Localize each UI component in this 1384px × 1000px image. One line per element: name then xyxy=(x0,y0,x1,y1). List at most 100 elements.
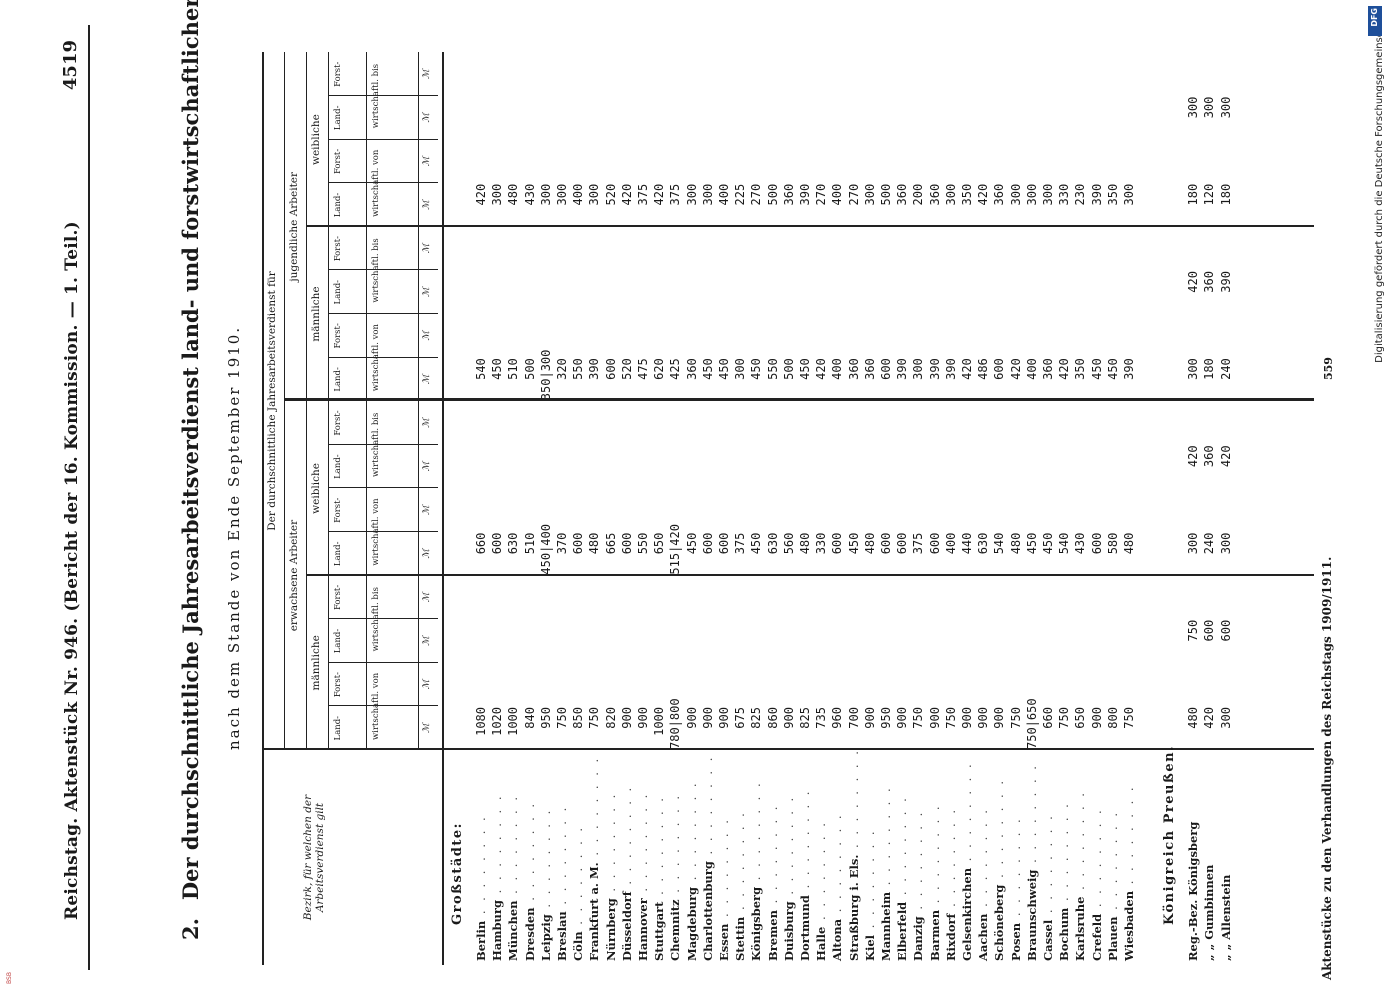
district-name: Duisburg xyxy=(781,901,796,961)
credit-text: Digitalisierung gefördert durch die Deut… xyxy=(1374,12,1384,363)
leader-dots: . . . . . . . . xyxy=(814,820,829,927)
table-cell: 360 xyxy=(992,183,1007,206)
land-col-header: Land- xyxy=(333,367,343,392)
land-col-header: Land- xyxy=(333,454,343,479)
table-cell: 450 xyxy=(717,358,731,380)
leader-dots: . . . . . . . . xyxy=(619,784,634,892)
footer-source: Aktenstücke zu den Verhandlungen des Rei… xyxy=(1320,556,1334,980)
table-cell: 120 xyxy=(1202,183,1217,206)
table-row-label: Hamburg . . . . . . . . xyxy=(490,794,504,962)
table-cell: 270 xyxy=(749,183,764,206)
table-cell: 450 xyxy=(1024,532,1039,555)
table-cell: 300 xyxy=(1024,183,1039,206)
table-cell: 475 xyxy=(636,358,650,380)
forst-col-header: Forst- xyxy=(333,235,343,262)
table-row-label: Crefeld . . . . . . . . xyxy=(1090,807,1104,961)
district-name: Altona xyxy=(830,918,845,961)
table-row-label: Hannover . . . . . . . . xyxy=(636,792,650,961)
table-cell: 540 xyxy=(474,358,488,380)
table-row-label: Gelsenkirchen . . . . . . . . xyxy=(960,761,974,961)
sex-header: männliche xyxy=(310,286,322,342)
district-name: Stettin xyxy=(733,916,748,961)
table-cell: 665 xyxy=(603,532,618,555)
mark-unit: ℳ xyxy=(422,200,432,210)
table-cell: 420 xyxy=(1186,445,1201,468)
leader-dots: . . . . . . . . xyxy=(603,791,618,899)
page-number: 4519 xyxy=(60,40,81,91)
table-cell: 750 xyxy=(943,707,958,729)
table-row-label: Essen . . . . . . . . xyxy=(717,817,731,961)
district-name: Dresden xyxy=(522,907,537,961)
table-cell: 300 xyxy=(943,183,958,206)
table-cell: 300 xyxy=(1186,96,1201,119)
table-cell: 480 xyxy=(862,532,877,555)
table-cell: 550 xyxy=(765,358,780,380)
table-cell: 450 xyxy=(1105,358,1120,380)
table-cell: 600 xyxy=(571,532,586,555)
table-cell: 600 xyxy=(1202,619,1217,642)
table-cell: 540 xyxy=(1057,532,1072,555)
von-header: wirtschaftl. von xyxy=(371,498,381,566)
table-cell: 400 xyxy=(571,183,586,206)
table-row-label: Stuttgart . . . . . . . . xyxy=(652,795,666,961)
mark-unit: ℳ xyxy=(422,461,432,472)
table-row-label: Halle . . . . . . . . xyxy=(814,820,828,961)
table-cell: 300 xyxy=(587,183,602,206)
table-cell: 900 xyxy=(927,707,942,729)
von-header: wirtschaftl. von xyxy=(371,149,381,217)
table-cell: 300 xyxy=(733,358,748,380)
table-cell: 420 xyxy=(960,358,974,380)
bis-header: wirtschaftl. bis xyxy=(371,238,381,303)
table-cell: 750 xyxy=(555,707,569,729)
table-cell: 600 xyxy=(603,358,618,380)
table-cell: 900 xyxy=(992,707,1007,729)
district-name: Charlottenburg xyxy=(700,861,715,961)
table-cell: 750 xyxy=(911,707,926,729)
forst-col-header: Forst- xyxy=(333,148,343,175)
table-cell: 600 xyxy=(490,532,505,555)
table-cell: 350 xyxy=(1073,358,1088,380)
table-cell: 360 xyxy=(781,183,796,206)
table-cell: 420 xyxy=(1186,271,1201,293)
table-cell: 360 xyxy=(862,358,877,380)
sex-header: weibliche xyxy=(310,462,322,514)
leader-dots: . . . . . . . . xyxy=(1073,790,1088,897)
table-cell: 400 xyxy=(717,183,731,206)
district-name: Gelsenkirchen xyxy=(960,867,974,961)
header-rule xyxy=(262,52,264,965)
von-header: wirtschaftl. von xyxy=(371,324,381,392)
mark-unit: ℳ xyxy=(422,723,432,734)
table-row-label: „ „ Allenstein xyxy=(1218,874,1233,961)
table-cell: 370 xyxy=(555,532,569,555)
district-name: Leipzig xyxy=(538,914,553,961)
mark-unit: ℳ xyxy=(422,331,432,341)
table-cell: 200 xyxy=(911,183,926,206)
table-subtitle: nach dem Stande von Ende September 1910. xyxy=(225,325,243,750)
district-name: Berlin xyxy=(474,920,488,961)
district-name: Karlsruhe xyxy=(1073,896,1088,961)
mark-unit: ℳ xyxy=(422,418,432,428)
leader-dots: . . . . . . . . xyxy=(927,803,942,910)
district-name: Elberfeld xyxy=(895,901,910,961)
table-cell: 950 xyxy=(879,707,893,729)
land-col-header: Land- xyxy=(333,715,343,741)
leader-dots: . . . . . . . . xyxy=(506,794,521,901)
table-row-label: Braunschweig . . . . . . . . xyxy=(1025,763,1039,961)
table-cell: 600 xyxy=(879,358,893,380)
table-row-label: München . . . . . . . . xyxy=(506,794,520,961)
table-cell: 600 xyxy=(927,532,942,555)
leader-dots: . . . . . . . . xyxy=(1105,809,1120,917)
table-row-label: Barmen . . . . . . . . xyxy=(928,803,942,961)
leader-dots: . . . . . . . . xyxy=(911,809,926,917)
table-cell: 520 xyxy=(603,183,618,206)
table-row-label: Bochum . . . . . . . . xyxy=(1057,801,1071,961)
table-cell: 750 xyxy=(1122,707,1136,729)
table-cell: 430 xyxy=(522,183,537,206)
table-cell: 390 xyxy=(895,358,910,380)
table-cell: 300 xyxy=(1218,532,1233,555)
table-cell: 425 xyxy=(668,358,683,380)
table-cell: 735 xyxy=(814,707,829,729)
district-name: Crefeld xyxy=(1089,913,1104,961)
table-cell: 600 xyxy=(830,532,845,555)
leader-dots: . . . . . . . . xyxy=(1057,801,1072,908)
